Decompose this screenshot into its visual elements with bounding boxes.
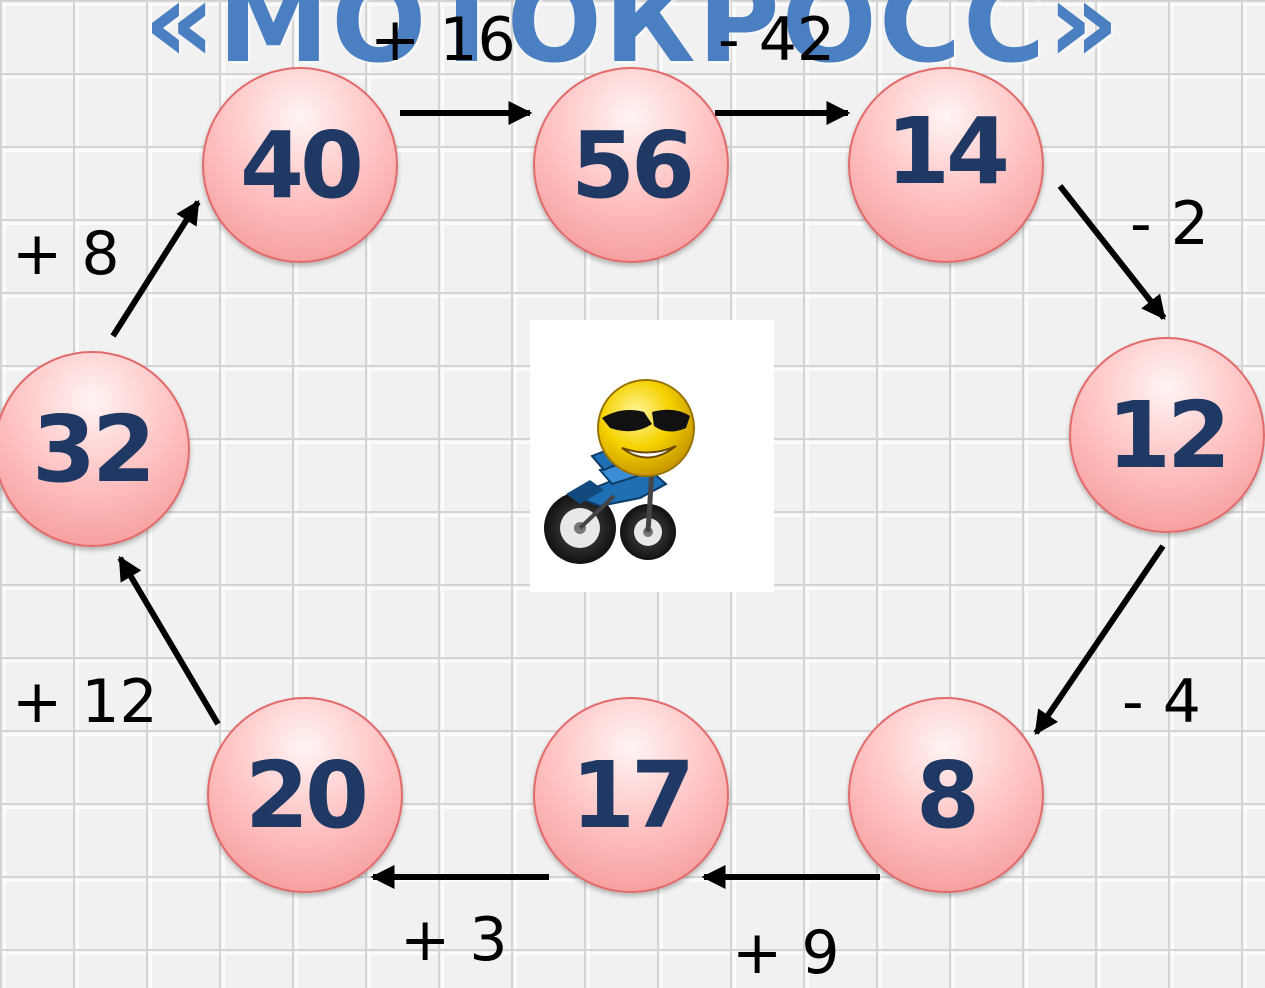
op-plus-8: + 8 [12,224,120,284]
op-plus-9: + 9 [732,923,840,983]
node-14: 14 [848,67,1044,263]
node-12: 12 [1069,337,1265,533]
smiley-motorcyclist-icon [530,320,774,592]
op-plus-12: + 12 [12,672,158,732]
op-plus-3: + 3 [400,910,508,970]
motorcyclist-panel [530,320,774,592]
op-minus-4: - 4 [1122,672,1201,732]
arrow-32-to-40 [113,202,198,336]
op-minus-42: - 42 [718,10,835,70]
node-56: 56 [533,67,729,263]
node-32: 32 [0,351,190,547]
node-17: 17 [533,697,729,893]
op-plus-16: + 16 [370,10,516,70]
node-40: 40 [202,67,398,263]
node-20: 20 [207,697,403,893]
node-8: 8 [848,697,1044,893]
op-minus-2: - 2 [1130,194,1209,254]
